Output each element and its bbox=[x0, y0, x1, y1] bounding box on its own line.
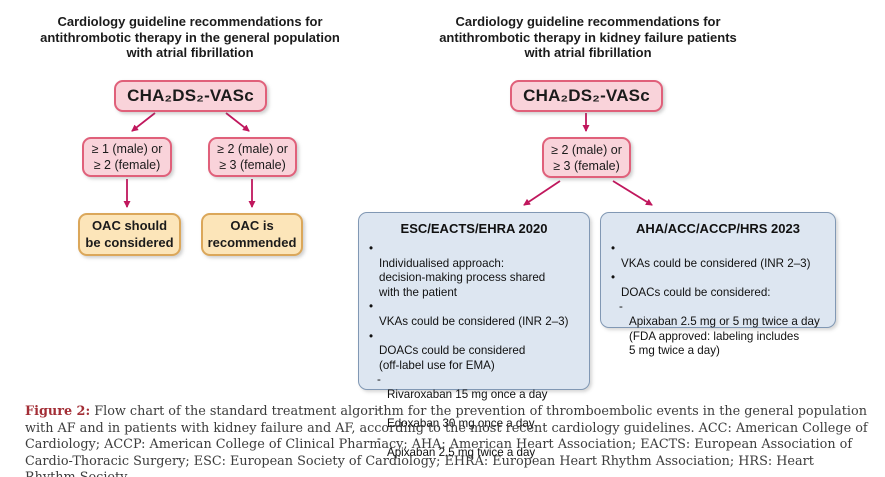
arrow-left-root-to-branch2 bbox=[225, 112, 250, 132]
guideline-header-aha: AHA/ACC/ACCP/HRS 2023 bbox=[636, 221, 800, 236]
guideline-item-text: VKAs could be considered (INR 2–3) bbox=[621, 256, 811, 270]
dash-marker: - bbox=[377, 402, 381, 416]
right-criteria-box: ≥ 2 (male) or ≥ 3 (female) bbox=[542, 137, 631, 178]
bullet-marker: • bbox=[611, 271, 616, 285]
flowchart-diagram: Cardiology guideline recommendations for… bbox=[40, 14, 836, 459]
left-criteria-box-1: ≥ 1 (male) or ≥ 2 (female) bbox=[82, 137, 172, 177]
guideline-item: • DOACs could be considered: bbox=[611, 271, 825, 300]
guideline-subitem: -Rivaroxaban 15 mg once a day bbox=[377, 373, 579, 402]
figure-caption: Figure 2: Flow chart of the standard tre… bbox=[25, 404, 868, 477]
guideline-item: • DOACs could be considered (off-label us… bbox=[369, 330, 579, 374]
right-panel-title: Cardiology guideline recommendations for… bbox=[439, 14, 737, 60]
guideline-subitem: -Apixaban 2.5 mg twice a day bbox=[377, 432, 579, 461]
guideline-item: • Individualised approach: decision-makin… bbox=[369, 242, 579, 300]
arrow-left-root-to-branch1 bbox=[131, 112, 156, 132]
guideline-item-text: Rivaroxaban 15 mg once a day bbox=[387, 387, 548, 401]
left-outcome-box-1: OAC should be considered bbox=[78, 213, 181, 256]
bullet-marker: • bbox=[369, 329, 374, 343]
dash-marker: - bbox=[619, 300, 623, 314]
figure-caption-label: Figure 2: bbox=[25, 404, 91, 419]
arrow-right-criteria-to-esc bbox=[523, 180, 561, 206]
guideline-item-text: Edoxaban 30 mg once a day bbox=[387, 417, 535, 431]
bullet-marker: • bbox=[369, 242, 374, 255]
left-cha2ds2-vasc-box: CHA₂DS₂-VASc bbox=[114, 80, 267, 112]
guideline-subitem: -Apixaban 2.5 mg or 5 mg twice a day (FD… bbox=[619, 300, 825, 358]
guideline-box-esc-eacts-ehra: ESC/EACTS/EHRA 2020 • Individualised appr… bbox=[358, 212, 590, 459]
guideline-item: • VKAs could be considered (INR 2–3) bbox=[611, 242, 825, 271]
dash-marker: - bbox=[377, 373, 381, 387]
right-cha2ds2-vasc-box: CHA₂DS₂-VASc bbox=[510, 80, 663, 112]
guideline-subitem: -Edoxaban 30 mg once a day bbox=[377, 403, 579, 432]
guideline-item-text: Apixaban 2.5 mg twice a day bbox=[387, 446, 536, 460]
figure-caption-text: Flow chart of the standard treatment alg… bbox=[25, 404, 868, 477]
bullet-marker: • bbox=[369, 300, 374, 314]
guideline-item-text: VKAs could be considered (INR 2–3) bbox=[379, 314, 569, 328]
guideline-item-text: DOACs could be considered: bbox=[621, 285, 771, 299]
guideline-box-aha-acc-accp-hrs: AHA/ACC/ACCP/HRS 2023 • VKAs could be con… bbox=[600, 212, 836, 357]
left-outcome-box-2: OAC is recommended bbox=[201, 213, 303, 256]
bullet-marker: • bbox=[611, 242, 616, 255]
guideline-item-text: DOACs could be considered (off-label use… bbox=[379, 344, 526, 372]
left-panel-title: Cardiology guideline recommendations for… bbox=[40, 14, 340, 60]
arrow-right-criteria-to-aha bbox=[612, 180, 653, 206]
guideline-item-text: Apixaban 2.5 mg or 5 mg twice a day (FDA… bbox=[629, 314, 820, 358]
guideline-header-esc: ESC/EACTS/EHRA 2020 bbox=[400, 221, 548, 236]
guideline-item: • VKAs could be considered (INR 2–3) bbox=[369, 300, 579, 329]
dash-marker: - bbox=[377, 431, 381, 445]
guideline-item-text: Individualised approach: decision-making… bbox=[379, 256, 546, 299]
left-criteria-box-2: ≥ 2 (male) or ≥ 3 (female) bbox=[208, 137, 297, 177]
